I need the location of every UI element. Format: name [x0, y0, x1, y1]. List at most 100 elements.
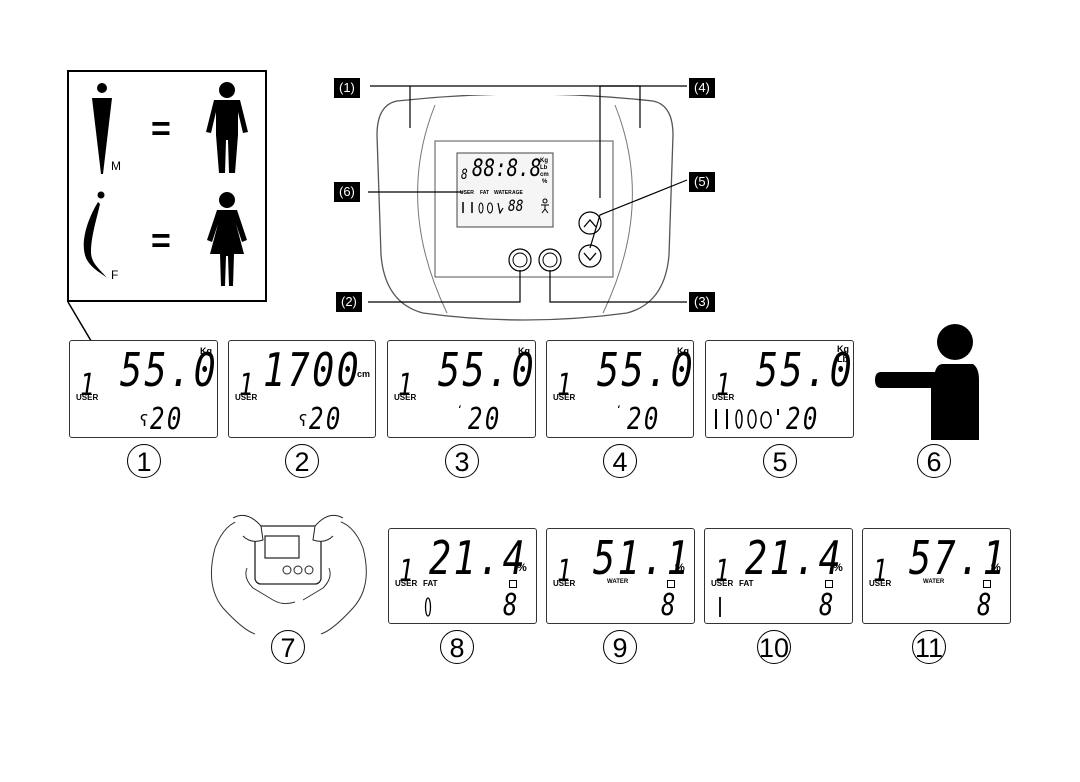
lcd-unit-cm: cm — [540, 172, 549, 178]
equals-sign: = — [151, 222, 171, 260]
unit-label: % — [517, 562, 527, 574]
main-readout: 1700 — [263, 343, 362, 397]
user-label: USER — [395, 579, 418, 588]
step-10-marker: 10 — [757, 630, 791, 664]
lcd-unit-pct: % — [542, 179, 548, 185]
unit-label: % — [675, 562, 685, 574]
user-label: USER — [76, 393, 99, 402]
male-letter: M — [111, 159, 121, 173]
user-digit-readout: 8 — [819, 588, 836, 623]
indicator-square — [509, 580, 517, 588]
male-mini-icon: ʻ — [458, 403, 462, 417]
user-number: 1 — [80, 368, 97, 403]
user-digit-readout: 8 — [661, 588, 678, 623]
lcd-user-label: USER — [460, 190, 474, 196]
lcd-user-digit: 8 — [461, 167, 468, 183]
main-readout: 55.0 — [438, 343, 536, 397]
step-7-marker: 7 — [271, 630, 305, 664]
indicator-square — [667, 580, 675, 588]
lcd-panel-4: 1 55.0 Kg USER ʻ 20 — [546, 340, 694, 438]
indicator-square — [825, 580, 833, 588]
female-mini-icon: ʕ — [299, 411, 308, 430]
main-readout: 21.4 — [429, 531, 528, 585]
male-figure-icon — [206, 82, 248, 173]
fat-label: FAT — [739, 579, 754, 588]
pointing-person-icon — [875, 324, 979, 440]
user-number: 1 — [715, 554, 732, 589]
user-number: 1 — [557, 554, 574, 589]
lcd-panel-9: 1 51.1 % USER WATER 8 — [546, 528, 695, 624]
fat-label: FAT — [423, 579, 438, 588]
user-number: 1 — [399, 554, 416, 589]
user-digit-readout: 8 — [977, 588, 994, 623]
lcd-panel-2: 1 1700 cm USER ʕ 20 — [228, 340, 376, 438]
lcd-panel-1: 1 55.0 Kg USER ʕ 20 — [69, 340, 218, 438]
unit-label: Kg — [518, 346, 530, 356]
step-2-marker: 2 — [285, 444, 319, 478]
callout-1: (1) — [334, 78, 360, 98]
age-readout: 20 — [627, 402, 661, 437]
lcd-panel-5: 1 55.0 Kg Lb USER 20 — [705, 340, 854, 438]
main-readout: 55.0 — [756, 343, 854, 397]
female-symbol-icon — [83, 191, 107, 278]
main-readout: 55.0 — [120, 343, 218, 397]
lcd-panel-8: 1 21.4 % USER FAT 8 — [388, 528, 537, 624]
user-label: USER — [235, 393, 258, 402]
user-digit-readout: 8 — [503, 588, 520, 623]
user-number: 1 — [398, 368, 415, 403]
unit-label: % — [833, 562, 843, 574]
device-outline — [376, 95, 674, 321]
main-readout: 55.0 — [597, 343, 694, 397]
callout-5: (5) — [689, 172, 715, 192]
lcd-panel-11: 1 57.1 % USER WATER 8 — [862, 528, 1011, 624]
lcd-unit-kg: Kg — [540, 158, 548, 164]
user-number: 1 — [239, 368, 256, 403]
callout-6: (6) — [334, 182, 360, 202]
lcd-water-label: WATER — [494, 190, 512, 196]
female-figure-icon — [207, 192, 247, 286]
step-3-marker: 3 — [445, 444, 479, 478]
step-6-marker: 6 — [917, 444, 951, 478]
step-1-marker: 1 — [127, 444, 161, 478]
lcd-age-digits: 88 — [508, 196, 524, 215]
male-symbol-icon — [92, 83, 112, 174]
hands-holding-device-icon — [210, 514, 367, 635]
unit-label: Kg — [837, 344, 849, 354]
device-buttons — [508, 211, 602, 272]
female-mini-icon: ʕ — [140, 411, 149, 430]
callout-leader-lines — [368, 85, 688, 303]
indicator-square — [983, 580, 991, 588]
user-number: 1 — [716, 368, 733, 403]
age-readout: 20 — [786, 402, 820, 437]
body-type-icons — [715, 409, 779, 429]
equals-sign: = — [151, 110, 171, 148]
user-number: 1 — [557, 368, 574, 403]
body-type-icon — [424, 597, 432, 617]
water-label: WATER — [607, 579, 629, 585]
lcd-age-label: AGE — [512, 190, 523, 196]
user-label: USER — [711, 579, 734, 588]
gender-legend-box: M = F = — [67, 70, 267, 302]
lcd-person-icon — [541, 198, 549, 214]
unit-label: cm — [357, 369, 371, 379]
step-4-marker: 4 — [603, 444, 637, 478]
user-number: 1 — [873, 554, 890, 589]
user-label: USER — [553, 393, 576, 402]
callout-2: (2) — [336, 292, 362, 312]
age-readout: 20 — [150, 402, 184, 437]
male-mini-icon: ʻ — [617, 403, 621, 417]
callout-4: (4) — [689, 78, 715, 98]
user-label: USER — [553, 579, 576, 588]
unit-label: % — [991, 562, 1001, 574]
body-type-icon — [719, 597, 721, 617]
lcd-panel-10: 1 21.4 % USER FAT 8 — [704, 528, 853, 624]
user-label: USER — [869, 579, 892, 588]
user-label: USER — [394, 393, 417, 402]
main-readout: 51.1 — [593, 531, 692, 585]
device-lcd: 88:8.8 8 Kg Lb cm % USER FAT WATER AGE 8… — [458, 156, 552, 226]
step-8-marker: 8 — [440, 630, 474, 664]
main-readout: 21.4 — [745, 531, 844, 585]
user-label: USER — [712, 393, 735, 402]
lcd-panel-3: 1 55.0 Kg USER ʻ 20 — [387, 340, 536, 438]
lcd-fat-label: FAT — [480, 190, 490, 196]
